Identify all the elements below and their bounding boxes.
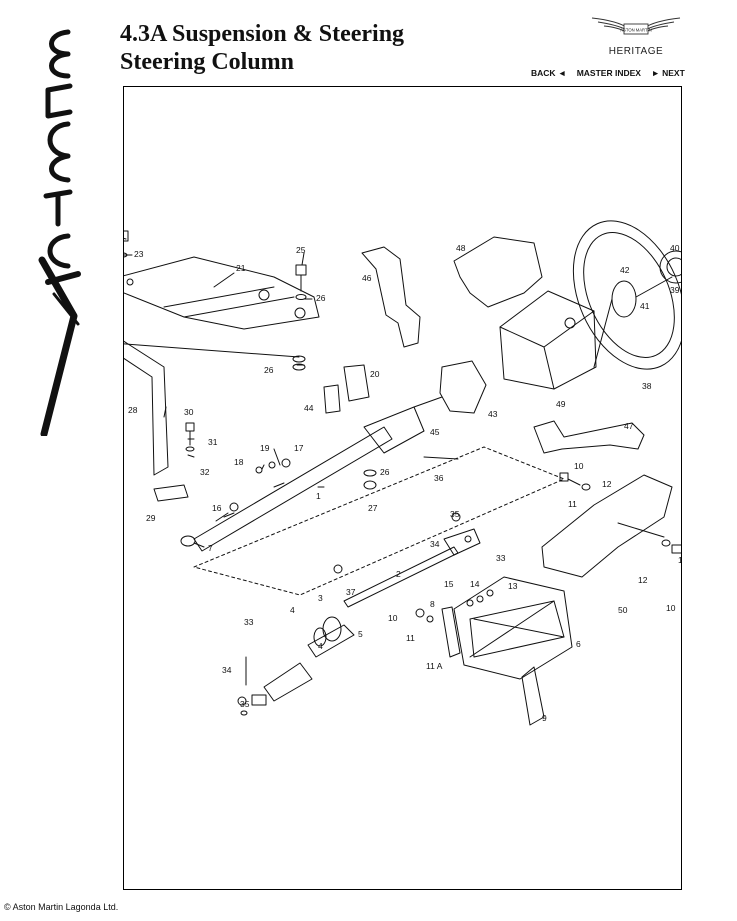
part-label-10b: 10 <box>388 613 398 623</box>
part-label-31: 31 <box>208 437 218 447</box>
bolt-22 <box>124 230 129 242</box>
part-label-17: 17 <box>294 443 304 453</box>
part-label-25: 25 <box>296 245 306 255</box>
part-label-20: 20 <box>370 369 380 379</box>
next-link[interactable]: ► NEXT <box>651 68 685 78</box>
part-label-10c: 10 <box>666 603 676 613</box>
virage-logo <box>38 29 81 436</box>
title-line-2: Steering Column <box>120 49 294 75</box>
part-label-39: 39 <box>670 285 680 295</box>
part-label-27: 27 <box>368 503 378 513</box>
part-label-21: 21 <box>236 263 246 273</box>
column-shroud-upper <box>453 236 543 308</box>
part-label-37: 37 <box>346 587 356 597</box>
part-label-8: 8 <box>430 599 435 609</box>
copyright-footer: © Aston Martin Lagonda Ltd. <box>4 902 119 912</box>
part-label-40: 40 <box>670 243 680 253</box>
part-label-4a: 4 <box>290 605 295 615</box>
part-label-41: 41 <box>640 301 650 311</box>
title-line-1: 4.3A Suspension & Steering <box>120 21 405 47</box>
part-label-5: 5 <box>358 629 363 639</box>
ignition-bracket <box>439 360 487 414</box>
part-label-44: 44 <box>304 403 314 413</box>
part-label-11a: 11 <box>568 499 577 509</box>
heritage-label: HERITAGE <box>608 46 664 57</box>
part-label-3: 3 <box>318 593 323 603</box>
support-frame <box>453 576 573 680</box>
part-label-49: 49 <box>556 399 566 409</box>
part-label-19: 19 <box>260 443 270 453</box>
indicator-stalk <box>361 246 421 348</box>
part-label-35a: 35 <box>450 509 460 519</box>
part-label-18: 18 <box>234 457 244 467</box>
part-label-6: 6 <box>576 639 581 649</box>
part-label-26b: 26 <box>264 365 274 375</box>
part-label-29: 29 <box>146 513 156 523</box>
part-label-32: 32 <box>200 467 210 477</box>
part-label-33a: 33 <box>496 553 506 563</box>
part-label-38: 38 <box>642 381 652 391</box>
part-label-43: 43 <box>488 409 498 419</box>
part-label-11A: 11 A <box>426 661 443 671</box>
universal-joint-assembly <box>263 662 313 702</box>
part-label-1: 1 <box>316 491 321 501</box>
column-shroud-lower <box>499 290 597 390</box>
steering-column-tube <box>193 426 393 552</box>
part-label-11b: 11 <box>406 633 415 643</box>
bolt-25 <box>295 264 307 276</box>
back-link[interactable]: BACK ◄ <box>531 68 567 78</box>
part-label-26a: 26 <box>316 293 326 303</box>
part-label-28: 28 <box>128 405 138 415</box>
navigation: BACK ◄ MASTER INDEX ► NEXT <box>531 68 685 78</box>
lower-cover <box>541 474 673 578</box>
part-label-13: 13 <box>508 581 518 591</box>
mounting-bracket <box>124 256 320 330</box>
master-index-link[interactable]: MASTER INDEX <box>576 68 641 78</box>
steering-wheel <box>572 220 681 370</box>
part-label-7: 7 <box>208 543 213 553</box>
part-label-45: 45 <box>430 427 440 437</box>
part-label-12b: 12 <box>638 575 648 585</box>
part-label-23: 23 <box>134 249 144 259</box>
part-label-2: 2 <box>396 569 401 579</box>
part-label-34b: 34 <box>222 665 232 675</box>
part-label-33b: 33 <box>244 617 254 627</box>
support-strut <box>124 340 169 476</box>
brand-name: ASTON MARTIN <box>620 28 652 33</box>
part-label-48: 48 <box>456 243 466 253</box>
page-title: 4.3A Suspension & Steering Steering Colu… <box>120 20 404 76</box>
part-label-9: 9 <box>542 713 547 723</box>
intermediate-shaft <box>343 546 459 608</box>
part-label-35b: 35 <box>240 699 250 709</box>
wiper-stalk <box>533 420 645 454</box>
part-label-42: 42 <box>620 265 630 275</box>
part-label-4b: 4 <box>318 641 323 651</box>
part-label-14: 14 <box>470 579 480 589</box>
part-label-34a: 34 <box>430 539 440 549</box>
part-label-11c: 11 <box>678 555 681 565</box>
diagram-frame: 22 23 24 25 26 21 26 46 48 40 42 41 39 3… <box>123 86 682 890</box>
part-label-36: 36 <box>434 473 444 483</box>
part-label-10a: 10 <box>574 461 584 471</box>
part-label-30: 30 <box>184 407 194 417</box>
assembly-envelope <box>193 446 565 596</box>
part-label-16: 16 <box>212 503 222 513</box>
part-label-12a: 12 <box>602 479 612 489</box>
part-label-15: 15 <box>444 579 454 589</box>
part-label-46: 46 <box>362 273 372 283</box>
part-label-26c: 26 <box>380 467 390 477</box>
steering-column-exploded-diagram: 22 23 24 25 26 21 26 46 48 40 42 41 39 3… <box>124 220 681 726</box>
part-label-50: 50 <box>618 605 628 615</box>
horn-pad <box>659 250 681 284</box>
aston-martin-wings-logo: ASTON MARTIN <box>591 17 681 35</box>
part-label-47: 47 <box>624 421 634 431</box>
